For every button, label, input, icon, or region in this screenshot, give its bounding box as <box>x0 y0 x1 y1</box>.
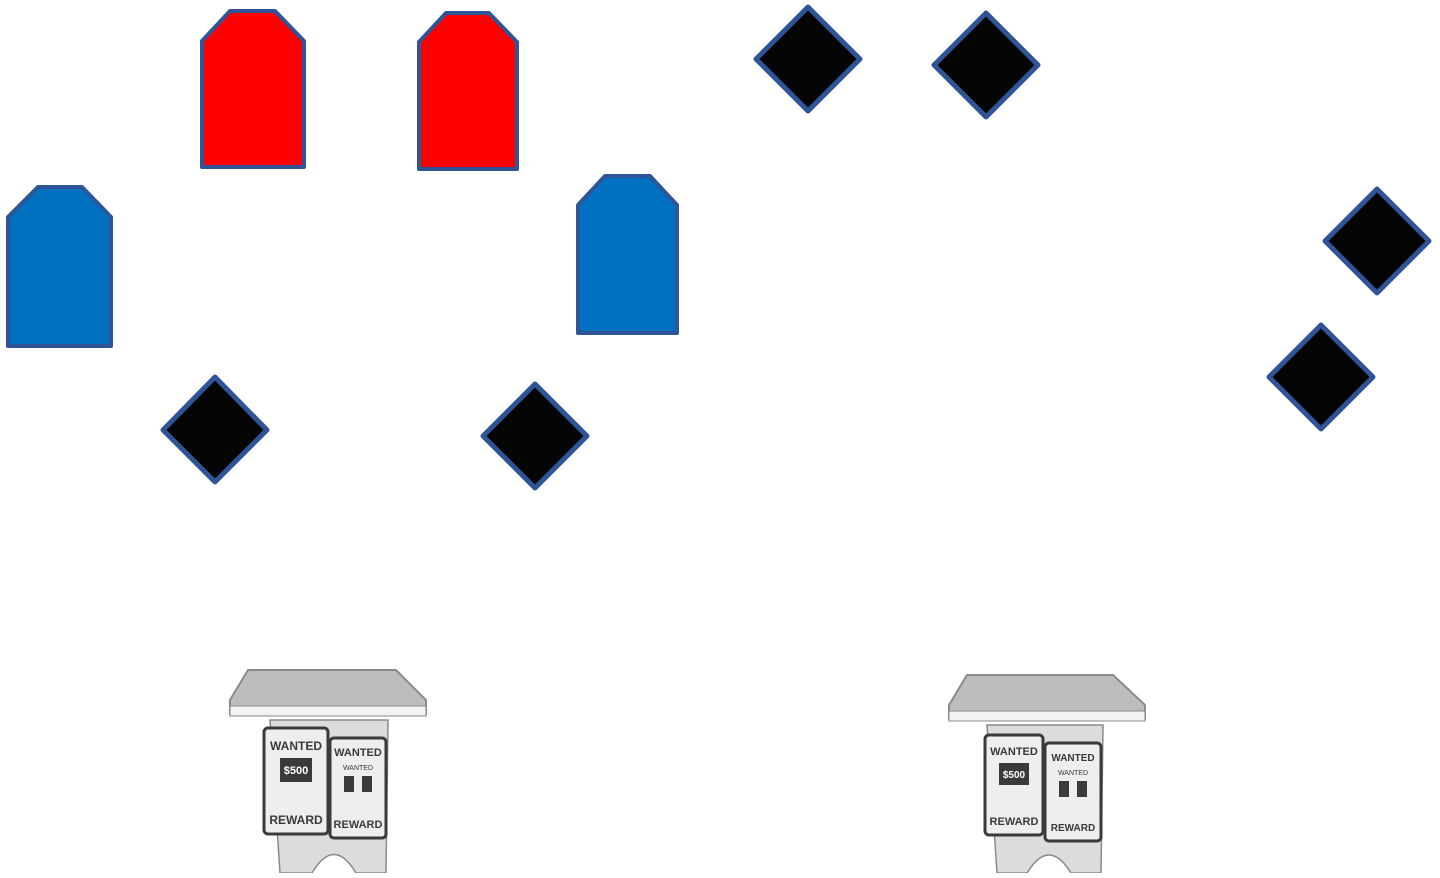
diamond-1 <box>756 7 860 111</box>
red-marker-1 <box>202 11 304 167</box>
blue-marker-2 <box>578 176 677 333</box>
poster-left-footer-2: REWARD <box>990 816 1039 828</box>
poster-right-sub-2: WANTED <box>1058 770 1088 777</box>
table-right: WANTED $500 REWARD WANTED WANTED REWARD <box>949 675 1145 873</box>
blue-marker-1 <box>8 187 111 346</box>
wanted-poster-left: WANTED $500 REWARD <box>264 728 328 834</box>
table-left: WANTED $500 REWARD WANTED WANTED REWARD <box>230 670 426 873</box>
poster-right-sub: WANTED <box>343 765 373 772</box>
diamond-3 <box>1325 189 1429 293</box>
poster-right-header: WANTED <box>334 747 382 759</box>
poster-right-header-2: WANTED <box>1051 753 1094 764</box>
red-marker-2 <box>419 13 517 169</box>
wanted-poster-right-2: WANTED WANTED REWARD <box>1045 743 1101 841</box>
poster-left-footer: REWARD <box>269 813 323 827</box>
poster-left-header: WANTED <box>270 739 322 753</box>
poster-left-amount: $500 <box>284 765 308 777</box>
diamond-6 <box>483 384 587 488</box>
poster-right-footer: REWARD <box>334 819 383 831</box>
poster-right-footer-2: REWARD <box>1051 823 1095 834</box>
poster-left-header-2: WANTED <box>990 746 1038 758</box>
poster-left-amount-2: $500 <box>1003 770 1026 781</box>
diamond-5 <box>163 377 267 482</box>
wanted-poster-right: WANTED WANTED REWARD <box>330 738 386 838</box>
diamond-4 <box>1269 325 1373 429</box>
wanted-poster-left-2: WANTED $500 REWARD <box>985 735 1043 835</box>
diamond-2 <box>934 13 1038 117</box>
